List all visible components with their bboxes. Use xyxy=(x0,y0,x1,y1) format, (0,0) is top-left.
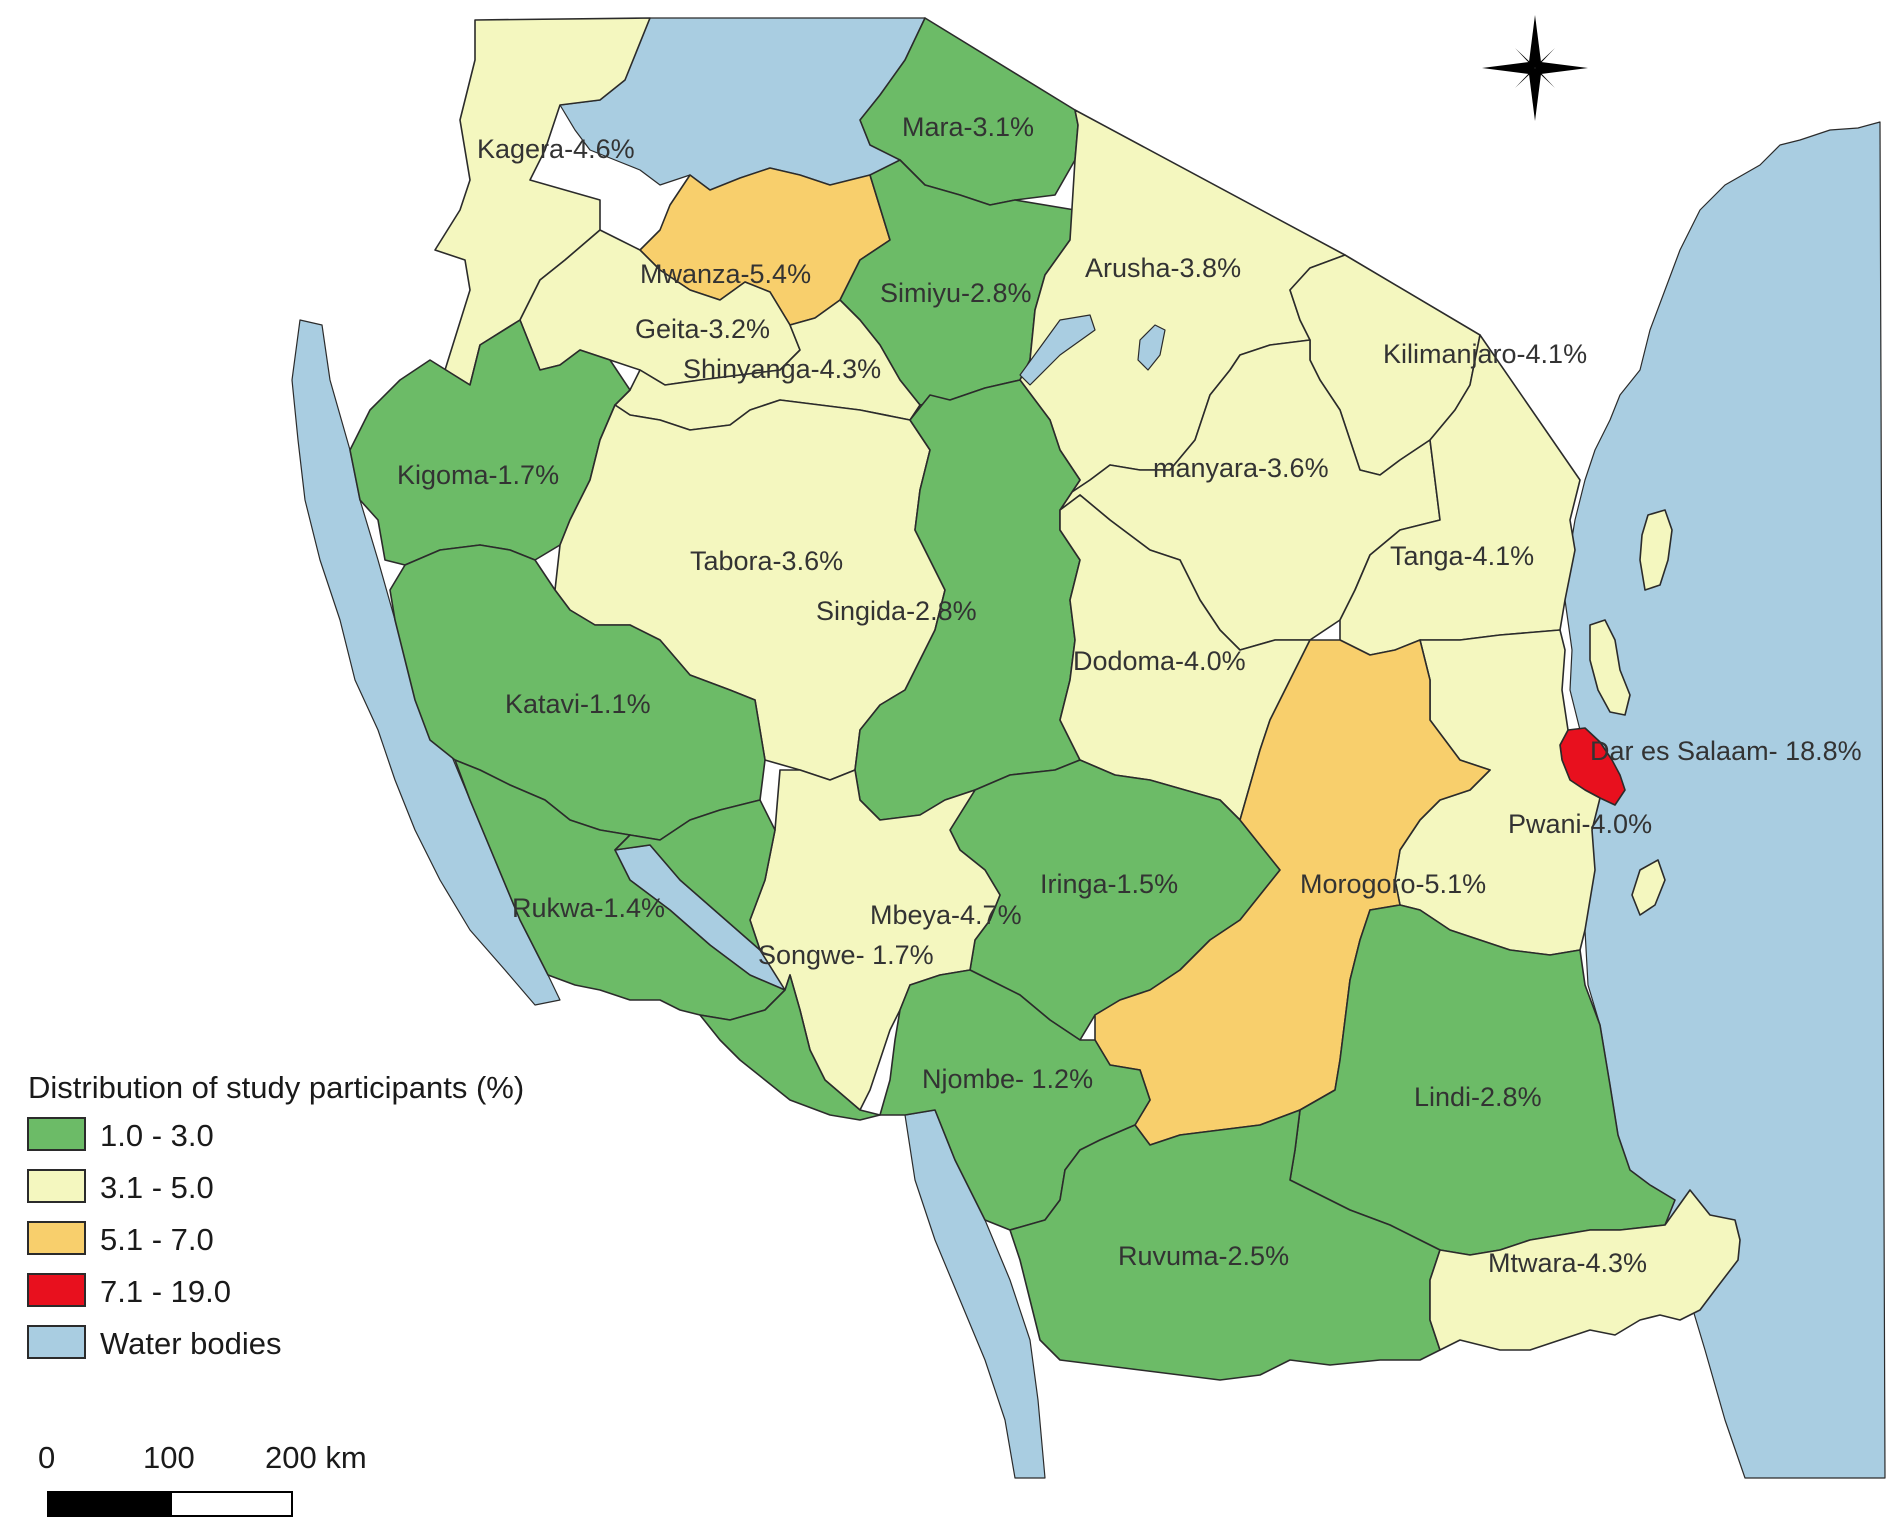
lake-tanganyika xyxy=(291,319,561,1006)
label-mtwara: Mtwara-4.3% xyxy=(1488,1248,1647,1278)
legend-swatch xyxy=(27,1221,86,1255)
label-njombe: Njombe- 1.2% xyxy=(922,1064,1093,1094)
legend-item: 5.1 - 7.0 xyxy=(27,1221,214,1257)
label-simiyu: Simiyu-2.8% xyxy=(880,278,1032,308)
label-pwani: Pwani-4.0% xyxy=(1508,809,1652,839)
label-tabora: Tabora-3.6% xyxy=(690,546,843,576)
legend-label: 3.1 - 5.0 xyxy=(100,1170,214,1205)
legend-label: 7.1 - 19.0 xyxy=(100,1274,231,1309)
legend-item: Water bodies xyxy=(27,1325,282,1361)
label-ruvuma: Ruvuma-2.5% xyxy=(1118,1241,1289,1271)
label-rukwa: Rukwa-1.4% xyxy=(512,893,665,923)
scale-bar-segment xyxy=(170,1491,293,1517)
pemba-island xyxy=(1639,509,1673,591)
scale-bar: 0 100 200 km xyxy=(38,1440,367,1517)
legend-title: Distribution of study participants (%) xyxy=(28,1070,524,1105)
label-arusha: Arusha-3.8% xyxy=(1085,253,1241,283)
label-songwe: Songwe- 1.7% xyxy=(758,940,934,970)
label-kigoma: Kigoma-1.7% xyxy=(397,460,559,490)
region-ruvuma xyxy=(1009,1109,1441,1381)
mafia-island xyxy=(1631,859,1666,916)
label-shinyanga: Shinyanga-4.3% xyxy=(683,354,881,384)
legend-item: 3.1 - 5.0 xyxy=(27,1169,214,1205)
label-kilimanjaro: Kilimanjaro-4.1% xyxy=(1383,339,1587,369)
label-mara: Mara-3.1% xyxy=(902,112,1034,142)
label-katavi: Katavi-1.1% xyxy=(505,689,651,719)
legend-item: 7.1 - 19.0 xyxy=(27,1273,231,1309)
region-songwe xyxy=(614,799,881,1121)
lake-manyara xyxy=(1137,324,1166,371)
legend-swatch xyxy=(27,1169,86,1203)
legend-label: 5.1 - 7.0 xyxy=(100,1222,214,1257)
label-geita: Geita-3.2% xyxy=(635,314,770,344)
zanzibar-island xyxy=(1589,619,1631,716)
label-tanga: Tanga-4.1% xyxy=(1390,541,1534,571)
label-morogoro: Morogoro-5.1% xyxy=(1300,869,1486,899)
compass-star-icon xyxy=(1482,15,1588,121)
label-dodoma: Dodoma-4.0% xyxy=(1073,646,1246,676)
lake-eyasi xyxy=(1019,314,1096,386)
scale-tick-label: 100 xyxy=(143,1440,195,1475)
legend-item: 1.0 - 3.0 xyxy=(27,1117,214,1153)
label-mwanza: Mwanza-5.4% xyxy=(640,259,811,289)
scale-tick-label: 0 xyxy=(38,1440,55,1475)
scale-tick-label: 200 km xyxy=(265,1440,367,1475)
legend-label: Water bodies xyxy=(100,1326,282,1361)
legend: Distribution of study participants (%) 1… xyxy=(27,1070,524,1361)
legend-swatch xyxy=(27,1273,86,1307)
label-kagera: Kagera-4.6% xyxy=(477,134,635,164)
region-mtwara xyxy=(1429,1189,1741,1351)
legend-swatch xyxy=(27,1117,86,1151)
scale-bar-segment xyxy=(47,1491,172,1517)
label-singida: Singida-2.8% xyxy=(816,596,977,626)
region-labels: Kagera-4.6% Mara-3.1% Mwanza-5.4% Simiyu… xyxy=(397,112,1862,1278)
label-lindi: Lindi-2.8% xyxy=(1414,1082,1542,1112)
legend-swatch xyxy=(27,1325,86,1359)
label-manyara: manyara-3.6% xyxy=(1153,453,1329,483)
label-mbeya: Mbeya-4.7% xyxy=(870,900,1022,930)
label-iringa: Iringa-1.5% xyxy=(1040,869,1178,899)
label-dar-es-salaam: Dar es Salaam- 18.8% xyxy=(1590,736,1862,766)
legend-label: 1.0 - 3.0 xyxy=(100,1118,214,1153)
